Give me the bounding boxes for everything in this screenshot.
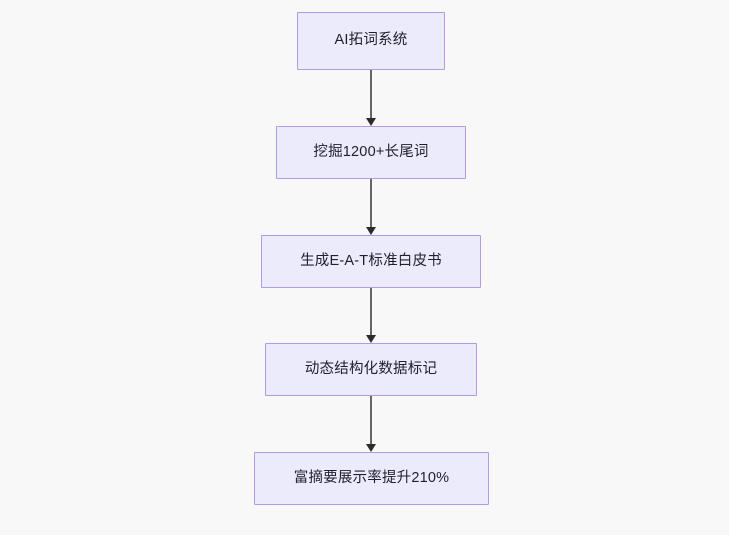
edge-line xyxy=(370,179,372,227)
flow-node-rich-snippet-result[interactable]: 富摘要展示率提升210% xyxy=(254,452,489,505)
arrowhead-icon xyxy=(366,227,376,235)
flow-node-label: 挖掘1200+长尾词 xyxy=(313,143,429,160)
arrowhead-icon xyxy=(366,335,376,343)
flow-node-label: 富摘要展示率提升210% xyxy=(293,469,450,486)
flow-node-generate-eat-whitepaper[interactable]: 生成E-A-T标准白皮书 xyxy=(261,235,481,288)
flow-node-ai-keyword-system[interactable]: AI拓词系统 xyxy=(297,12,445,70)
arrowhead-icon xyxy=(366,444,376,452)
edge-line xyxy=(370,70,372,118)
flow-node-label: 动态结构化数据标记 xyxy=(304,360,438,377)
flow-node-label: 生成E-A-T标准白皮书 xyxy=(300,252,442,269)
arrowhead-icon xyxy=(366,118,376,126)
flow-node-mine-longtail-keywords[interactable]: 挖掘1200+长尾词 xyxy=(276,126,466,179)
flow-node-dynamic-structured-data[interactable]: 动态结构化数据标记 xyxy=(265,343,477,396)
edge-line xyxy=(370,288,372,335)
flow-node-label: AI拓词系统 xyxy=(334,32,408,49)
edge-line xyxy=(370,396,372,444)
